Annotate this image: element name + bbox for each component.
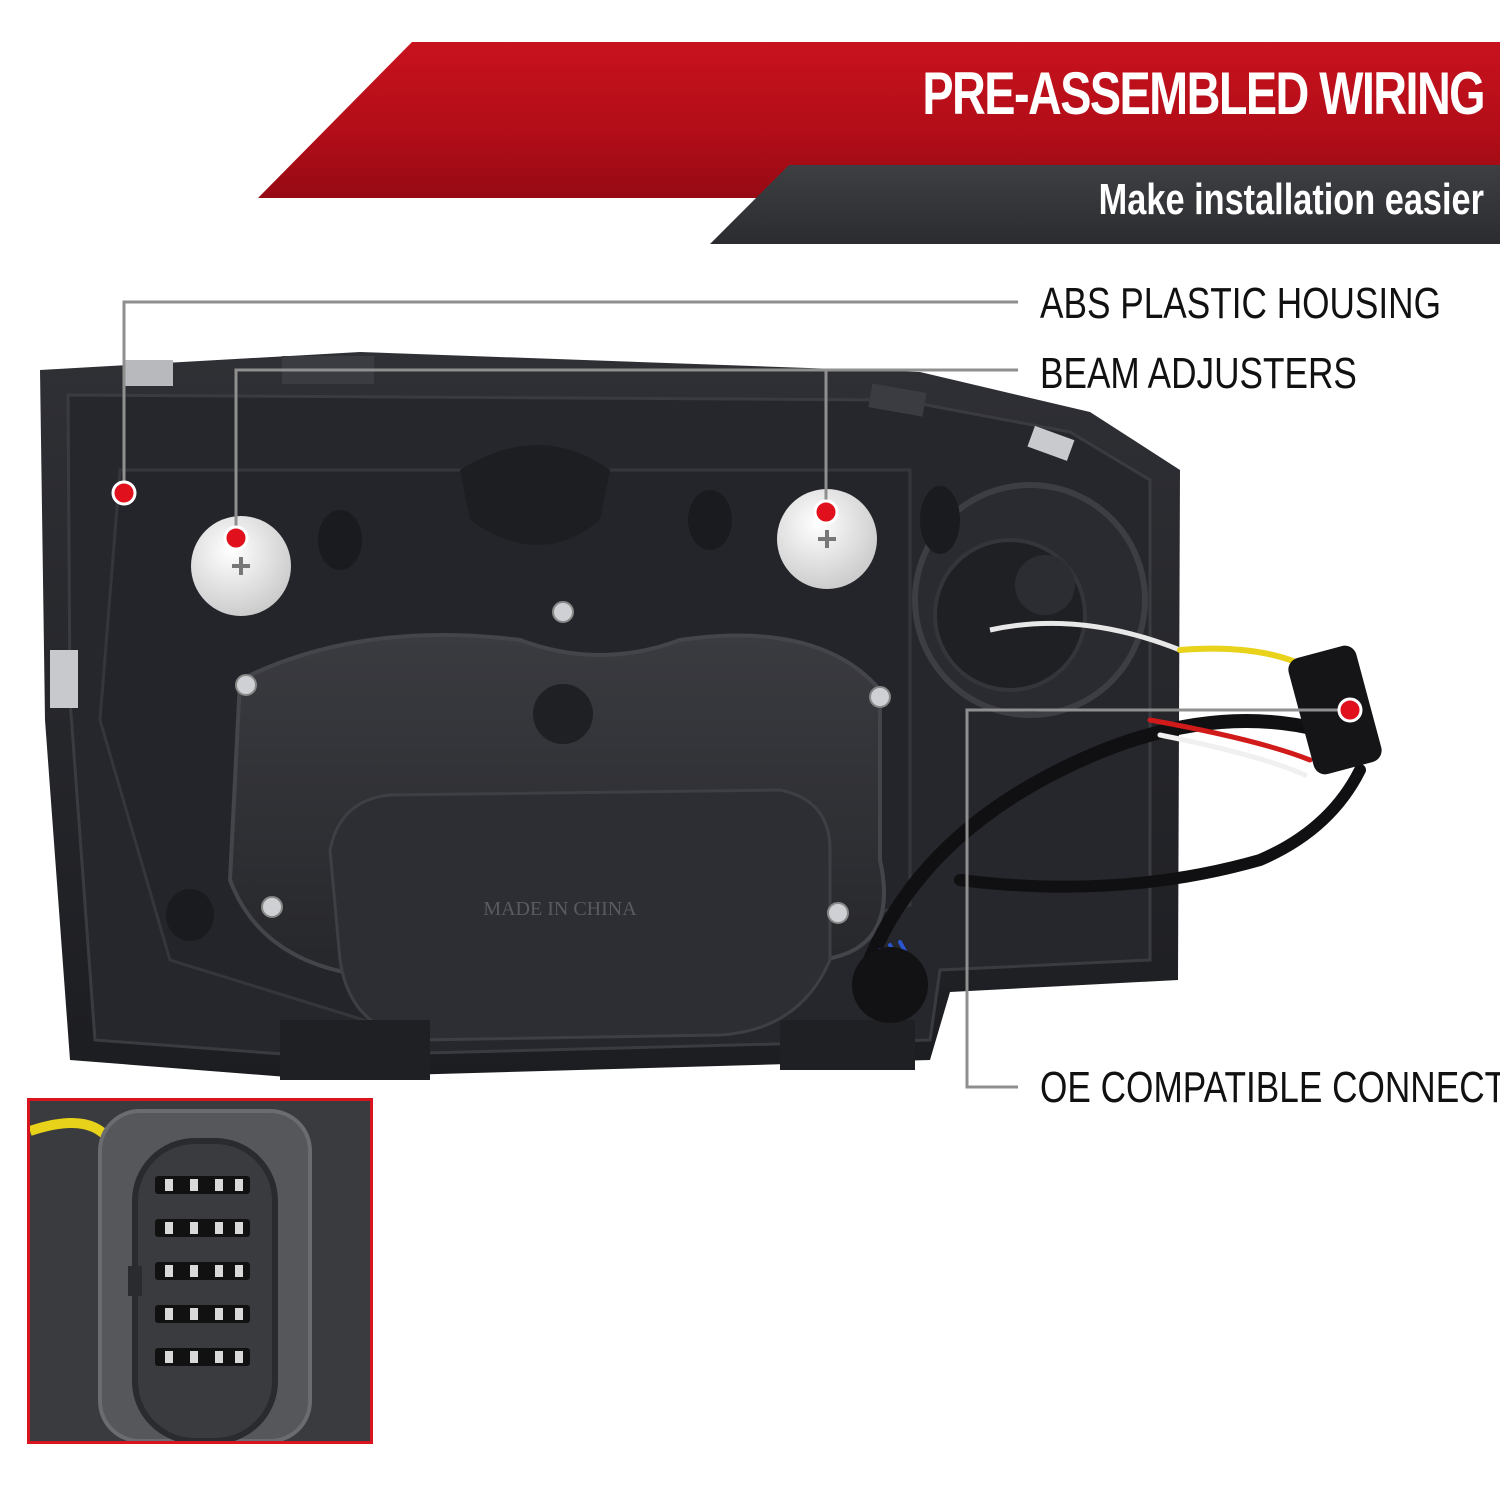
embossed-text: MADE IN CHINA [483,898,637,920]
banner-title: PRE-ASSEMBLED WIRING [922,60,1485,127]
beam-adjuster-knobs [191,489,877,616]
connector-detail-inset [27,1098,373,1444]
callout-markers [111,480,1363,723]
bulb-socket [912,482,1181,718]
callout-beam-adjusters: BEAM ADJUSTERS [1040,349,1357,398]
callout-abs-plastic-housing: ABS PLASTIC HOUSING [1040,279,1441,328]
rubber-grommets [166,486,960,941]
subtitle-banner [710,165,1500,244]
cover-screws [235,601,891,924]
rear-dust-cover: MADE IN CHINA [227,633,886,1042]
leader-lines [122,300,1350,1089]
connector-pins-illustration [30,1101,370,1441]
harness-grommet [852,947,928,1023]
callout-oe-compatible-connector: OE COMPATIBLE CONNECTOR [1040,1063,1500,1112]
banner-subtitle: Make installation easier [1098,175,1484,224]
